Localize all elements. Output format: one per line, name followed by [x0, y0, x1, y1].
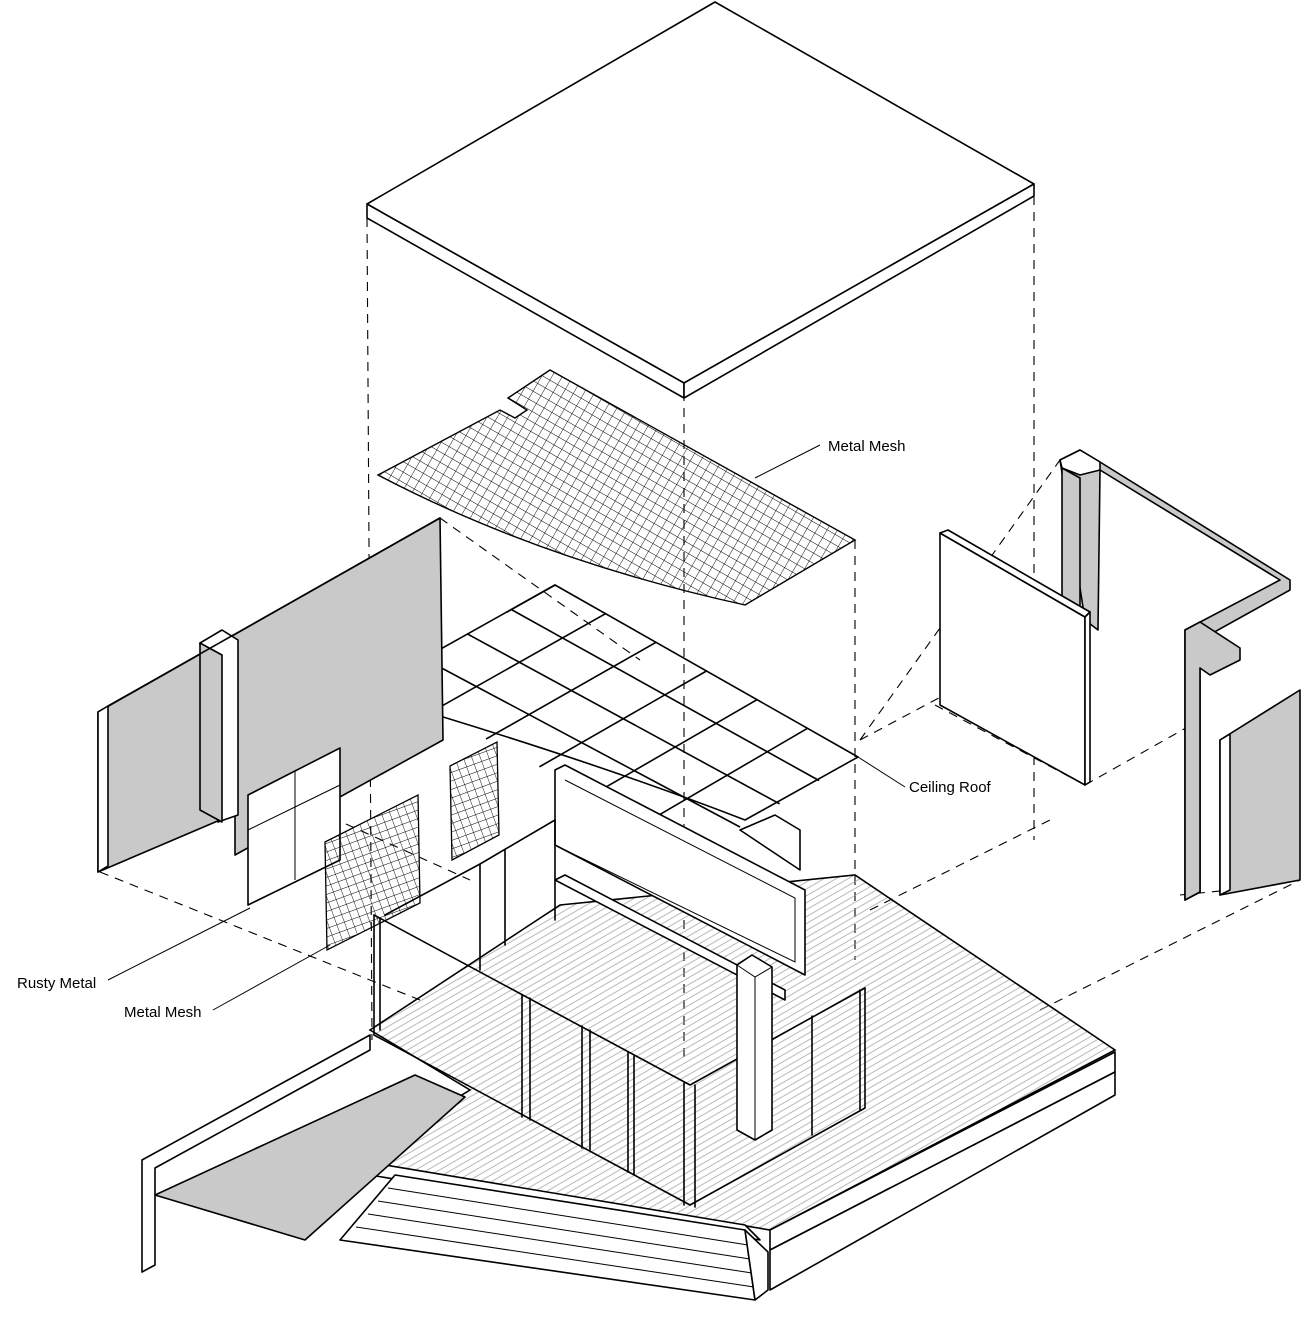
label-metal-mesh-side: Metal Mesh	[124, 1004, 202, 1021]
roof-slab	[366, 1, 1035, 399]
ceiling-grid-member	[510, 608, 820, 782]
right-boundary-wall	[1059, 449, 1301, 901]
upper-metal-mesh	[376, 369, 857, 606]
entrance-stairs	[339, 1159, 769, 1301]
label-metal-mesh-top: Metal Mesh	[828, 438, 906, 455]
ceiling-roof-frame	[379, 584, 859, 828]
label-rusty-metal: Rusty Metal	[17, 975, 96, 992]
left-boundary-wall	[97, 517, 444, 873]
pavilion-back-frame	[247, 747, 806, 1001]
ceiling-grid-member	[466, 633, 780, 805]
pavilion-glass-frame	[373, 819, 866, 1208]
ceiling-grid-member	[422, 657, 741, 828]
ramp-and-low-wall	[141, 1034, 466, 1273]
white-partition-panel	[939, 529, 1091, 786]
side-mesh-panels	[324, 740, 500, 952]
leader-lines	[107, 444, 906, 1011]
pavilion-column	[736, 954, 773, 1141]
label-ceiling-roof: Ceiling Roof	[909, 779, 992, 796]
labels: Metal Mesh Ceiling Roof Rusty Metal Meta…	[17, 438, 992, 1021]
